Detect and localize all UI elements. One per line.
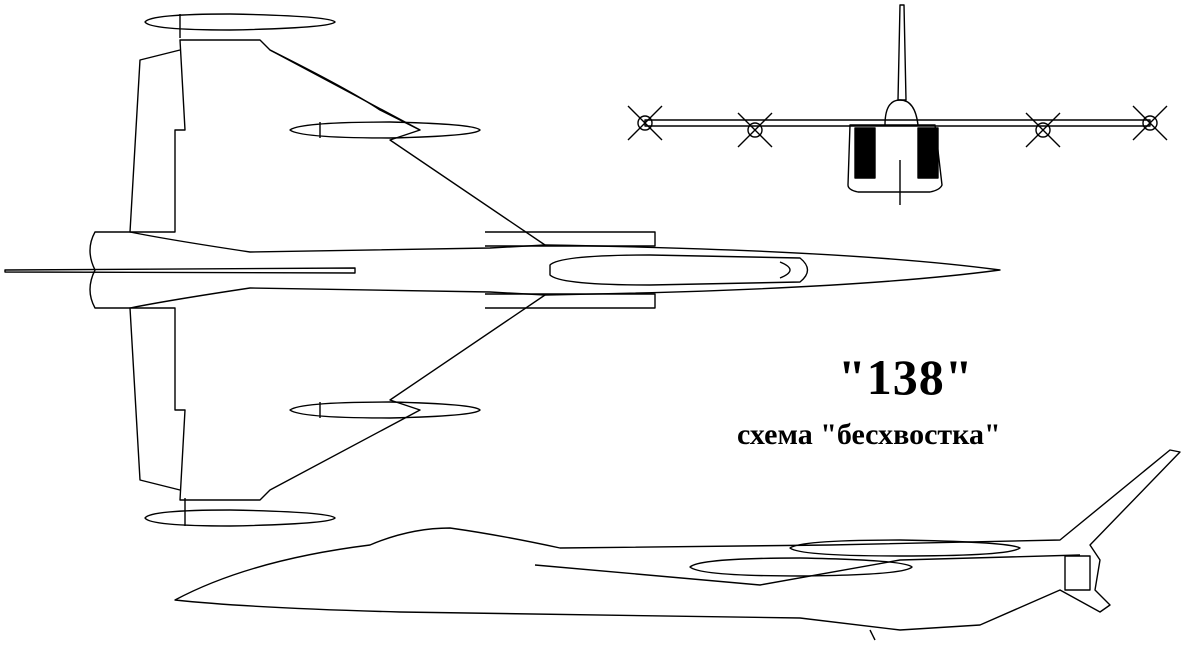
fuselage-front [847,124,943,193]
top-view [4,13,1001,527]
aircraft-designation: "138" [838,349,974,405]
intake-right [485,293,656,309]
engine-nacelle [289,121,481,139]
intake-left [485,231,656,247]
canopy-line [779,261,791,279]
fuselage-side [174,449,1181,631]
canopy-plan [549,254,809,286]
cockpit-front [884,99,919,126]
front-view [627,4,1168,205]
engine-nacelle-side [789,539,1021,557]
engine-nacelle-side [689,557,913,577]
side-view [174,449,1181,641]
intake-front [917,127,939,179]
aircraft-scheme-caption: схема "бесхвостка" [737,418,1001,451]
wing-front [644,119,1151,127]
fin-front [897,4,907,101]
engine-nacelle [289,401,481,419]
wing-left [129,39,546,246]
engine-nacelle [144,509,336,527]
intake-front [854,127,876,179]
landing-gear [869,629,876,641]
wing-side [534,554,1081,586]
tail-boom [4,267,356,274]
exhaust-side [1064,555,1091,591]
propeller-icon [627,105,1168,148]
propeller-lines [179,14,321,526]
wing-edge [269,49,421,131]
fuselage-plan [89,231,1001,309]
wing-right [129,294,546,501]
engine-nacelle [144,13,336,31]
